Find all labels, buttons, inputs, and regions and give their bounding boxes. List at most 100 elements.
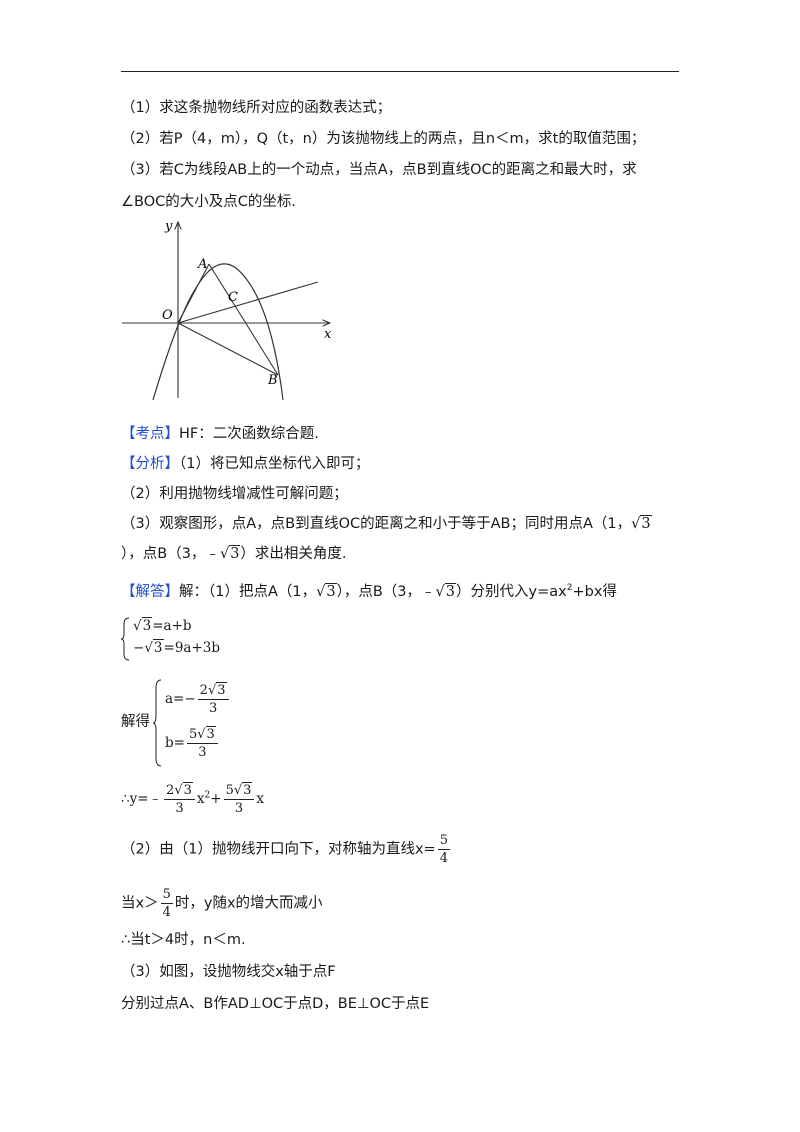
fenxi-line-4a: ），点B（3，﹣ <box>121 546 220 562</box>
label-x: x <box>324 327 332 342</box>
eq1-rhs: =a+b <box>152 618 192 634</box>
label-o: O <box>162 308 173 323</box>
fenxi-line-3-text: （3）观察图形，点A，点B到直线OC的距离之和小于等于AB；同时用点A（1， <box>121 516 632 532</box>
fenxi-line-1: 【分析】（1）将已知点坐标代入即可； <box>121 454 369 474</box>
radicand: 3 <box>216 682 227 698</box>
jiede-label: 解得 <box>121 714 150 730</box>
numerator: 5 <box>160 887 173 904</box>
numerator-coef: 2 <box>166 783 175 798</box>
jieda-tag: 【解答】 <box>121 583 179 600</box>
kaodian-text: HF：二次函数综合题. <box>179 426 319 442</box>
numerator-coef: 5 <box>225 783 234 798</box>
equation-2: −√3=9a+3b <box>133 639 221 656</box>
label-b: B <box>267 373 278 388</box>
kaodian-tag: 【考点】 <box>121 426 179 442</box>
jieda-intro-a: 解：（1）把点A（1， <box>179 583 317 600</box>
part3-line-2: 分别过点A、B作AD⊥OC于点D，BE⊥OC于点E <box>121 996 430 1012</box>
label-a: A <box>197 257 207 272</box>
denominator: 3 <box>175 801 184 816</box>
denominator: 4 <box>439 851 448 866</box>
radicand: 3 <box>205 726 216 742</box>
radicand: 3 <box>242 782 253 798</box>
left-brace <box>153 679 162 767</box>
part2-line-2a: 当x＞ <box>121 895 159 912</box>
fenxi-line-4b: ）求出相关角度. <box>240 546 347 562</box>
segment-oa <box>177 263 210 324</box>
kaodian-line: 【考点】HF：二次函数综合题. <box>121 424 319 444</box>
fenxi-line-3: （3）观察图形，点A，点B到直线OC的距离之和小于等于AB；同时用点A（1，√3 <box>121 514 652 534</box>
part3-line-1: （3）如图，设抛物线交x轴于点F <box>121 964 336 980</box>
question-1: （1）求这条抛物线所对应的函数表达式； <box>121 100 392 116</box>
denominator: 3 <box>208 701 218 716</box>
part2-line-1-text: （2）由（1）抛物线开口向下，对称轴为直线x= <box>121 841 436 858</box>
jieda-intro-d: +bx得 <box>572 583 617 600</box>
left-brace <box>121 617 130 661</box>
sqrt-3: √3 <box>197 726 216 742</box>
fenxi-text-1: （1）将已知点坐标代入即可； <box>179 456 370 472</box>
numerator-coef: 2 <box>199 683 208 698</box>
therefore-y: ∴y=﹣ <box>121 791 163 807</box>
jieda-intro-b: ），点B（3，﹣ <box>336 583 436 600</box>
denominator: 3 <box>234 801 244 816</box>
numerator: 5 <box>437 833 450 850</box>
eq2-rhs: =9a+3b <box>163 640 221 656</box>
parabola-curve <box>152 263 284 401</box>
label-y: y <box>164 219 173 234</box>
radicand: 3 <box>141 617 153 634</box>
b-eq: b= <box>165 735 185 751</box>
fenxi-line-4: ），点B（3，﹣√3）求出相关角度. <box>121 544 347 564</box>
equation-1: √3=a+b <box>133 617 192 634</box>
sqrt-3: √3 <box>207 682 227 698</box>
jieda-intro-c: ）分别代入y=ax <box>456 583 567 600</box>
exponent: 2 <box>204 790 211 801</box>
part2-line-3: ∴当t＞4时，n＜m. <box>121 932 246 948</box>
question-3-line-2: ∠BOC的大小及点C的坐标. <box>121 194 296 210</box>
radicand: 3 <box>229 545 241 562</box>
header-rule <box>121 71 679 72</box>
x-var: x <box>256 791 265 807</box>
plus-sign: + <box>210 791 222 807</box>
exponent: 2 <box>566 583 573 593</box>
radicand: 3 <box>152 639 164 656</box>
fenxi-line-2: （2）利用抛物线增减性可解问题； <box>121 486 348 502</box>
eq2-minus: − <box>133 640 145 656</box>
radicand: 3 <box>640 515 652 532</box>
parabola-figure: y x O A C B <box>122 219 332 401</box>
numerator-coef: 5 <box>188 727 198 742</box>
radicand: 3 <box>444 582 457 600</box>
a-eq: a=− <box>165 691 196 707</box>
sqrt-3: √3 <box>316 582 337 600</box>
line-oc <box>177 281 319 324</box>
question-2: （2）若P（4，m），Q（t，n）为该抛物线上的两点，且n＜m，求t的取值范围； <box>121 131 646 147</box>
denominator: 3 <box>198 745 207 760</box>
label-c: C <box>228 290 238 305</box>
x-var: x <box>196 791 205 807</box>
denominator: 4 <box>162 905 171 920</box>
sqrt-3: √3 <box>144 639 164 656</box>
fenxi-tag: 【分析】 <box>121 456 179 472</box>
segment-ab <box>208 263 279 376</box>
sqrt-3: √3 <box>133 617 153 634</box>
radicand: 3 <box>325 582 337 600</box>
question-3-line-1: （3）若C为线段AB上的一个动点，当点A，点B到直线OC的距离之和最大时，求 <box>121 162 637 178</box>
part2-line-2b: 时，y随x的增大而减小 <box>174 895 323 912</box>
sqrt-3: √3 <box>631 515 652 532</box>
jieda-line: 【解答】解：（1）把点A（1，√3），点B（3，﹣√3）分别代入y=ax2+bx… <box>121 578 617 602</box>
radicand: 3 <box>182 782 193 798</box>
segment-ob <box>177 322 279 376</box>
sqrt-3: √3 <box>174 782 193 798</box>
sqrt-3: √3 <box>435 582 457 600</box>
sqrt-3: √3 <box>233 782 253 798</box>
sqrt-3: √3 <box>219 545 241 562</box>
